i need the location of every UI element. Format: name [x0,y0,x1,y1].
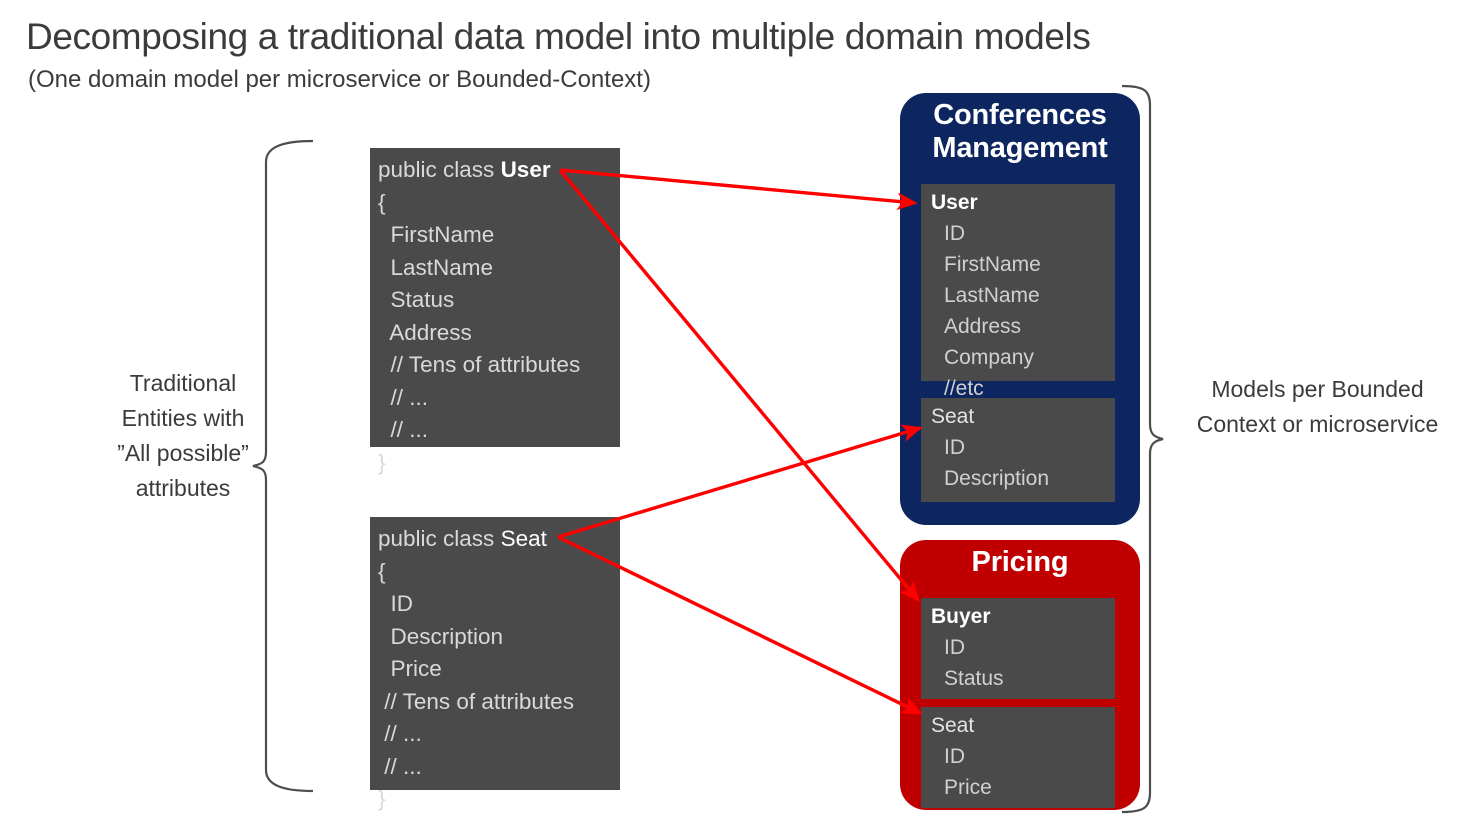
code-line: // ... [378,753,422,779]
code-line: ID [378,591,414,616]
context-title-line-2: Management [932,132,1108,164]
code-line: // Tens of attributes [378,688,574,714]
bounded-context-conferences-management: Conferences Management User ID FirstName… [900,93,1140,525]
context-title-line-1: Pricing [971,546,1069,578]
left-brace [252,139,314,793]
entity-seat: Seat ID Price [921,707,1115,808]
entity-attribute: Address [944,315,1022,338]
code-line: Price [378,656,442,681]
entity-attribute: Status [944,667,1004,690]
code-line: Description [378,623,504,649]
entity-seat: Seat ID Description [921,398,1115,502]
code-line: // Tens of attributes [378,352,581,377]
code-line: FirstName [378,222,495,247]
entity-buyer: Buyer ID Status [921,598,1115,699]
code-line: // ... [378,384,429,410]
code-block-user: public class User { FirstName LastName S… [370,148,620,475]
bounded-context-pricing: Pricing Buyer ID Status Seat ID Price [900,540,1140,810]
code-signature-prefix: public class [378,526,501,551]
code-line-signature: public class User [378,154,620,187]
code-line: } [378,786,386,811]
code-line: { [378,189,386,215]
code-signature-prefix: public class [378,157,501,182]
entity-attribute: LastName [944,284,1040,307]
entity-user: User ID FirstName LastName Address Compa… [921,184,1115,400]
code-class-name: User [500,157,551,182]
code-line: { [378,558,386,584]
entity-attribute: ID [944,636,965,659]
annotation-right: Models per Bounded Context or microservi… [1196,376,1439,437]
code-line: Address [378,319,472,345]
entity-name: Seat [931,405,975,428]
entity-name: User [931,191,978,214]
page-subtitle: (One domain model per microservice or Bo… [28,66,651,93]
code-block-seat: public class Seat { ID Description Price… [370,517,620,811]
code-class-name: Seat [500,526,547,551]
context-title-line-1: Conferences [933,99,1107,131]
code-line: Status [378,287,455,312]
code-line: // ... [378,417,429,442]
annotation-left: Traditional Entities with ”All possible”… [117,370,249,501]
entity-name: Buyer [931,605,991,628]
code-line-signature: public class Seat [378,523,620,556]
code-line: // ... [378,721,422,746]
code-line: LastName [378,254,494,280]
entity-name: Seat [931,714,975,737]
context-title-pricing: Pricing [900,540,1140,579]
entity-attribute: //etc [944,377,984,400]
code-line: } [378,449,386,475]
entity-attribute: Company [944,346,1034,369]
entity-attribute: FirstName [944,253,1041,276]
entity-attribute: ID [944,436,965,459]
entity-attribute: Price [944,776,992,799]
context-title-conferences: Conferences Management [900,93,1140,165]
entity-attribute: ID [944,222,965,245]
entity-attribute: Description [944,467,1050,490]
page-title: Decomposing a traditional data model int… [26,16,1091,57]
entity-attribute: ID [944,745,965,768]
